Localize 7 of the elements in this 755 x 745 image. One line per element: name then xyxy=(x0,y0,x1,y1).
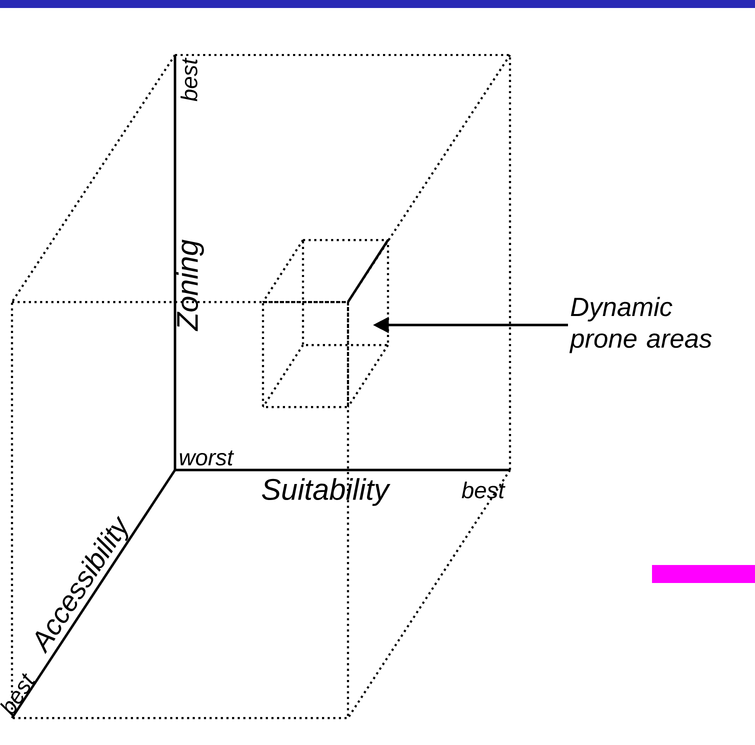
axis-label: best xyxy=(462,482,506,498)
axis-label: worst xyxy=(180,450,234,466)
axis-label: best xyxy=(180,58,198,102)
axis-label: Zoning xyxy=(176,240,204,332)
axis-label: Suitability xyxy=(262,478,390,506)
cube-drawing xyxy=(262,238,390,408)
annotation-text: Dynamic prone areas xyxy=(569,296,712,354)
